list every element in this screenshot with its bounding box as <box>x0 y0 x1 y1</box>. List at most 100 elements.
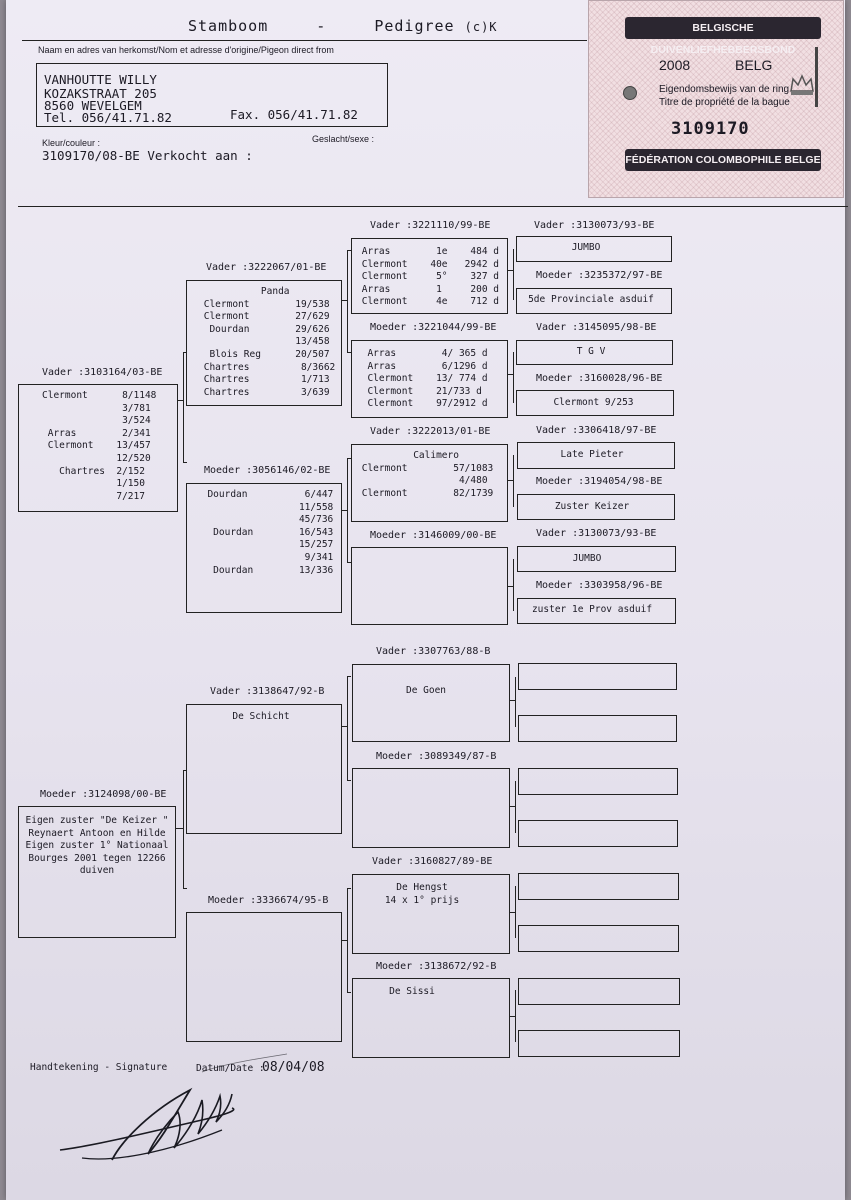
mv-box <box>186 704 342 834</box>
title-right: Pedigree <box>374 17 455 35</box>
moeder-box <box>18 806 176 938</box>
g2v-box <box>516 340 673 365</box>
g3v-results: Late Pieter <box>560 449 624 460</box>
vmm-label: Moeder :3146009/00-BE <box>370 530 497 541</box>
connector <box>183 352 187 354</box>
connector <box>347 888 351 890</box>
vm-label: Moeder :3056146/02-BE <box>204 465 331 476</box>
g1v-results: JUMBO <box>571 242 601 253</box>
empty-ancestor-box <box>518 1030 680 1057</box>
ring-hole <box>623 86 637 100</box>
origin-label: Naam en adres van herkomst/Nom et adress… <box>38 45 334 55</box>
crown-emblem-icon <box>787 71 817 97</box>
vader-results: Clermont 8/1148 3/781 3/524 Arras 2/341 … <box>42 390 157 502</box>
connector <box>342 300 348 302</box>
connector <box>508 586 514 588</box>
g1m-box <box>516 288 672 314</box>
ring-year: 2008 <box>659 57 691 73</box>
g1m-results: 5de Provinciale asduif <box>528 294 654 305</box>
connector <box>347 992 351 994</box>
g4v-label: Vader :3130073/93-BE <box>536 528 657 539</box>
title-copy: (c)K <box>464 20 498 34</box>
mvm-box <box>352 768 510 848</box>
sex-label: Geslacht/sexe : <box>312 134 375 144</box>
connector <box>508 480 514 482</box>
connector <box>183 770 187 772</box>
vmm-box <box>351 547 508 625</box>
owner-city: 8560 WEVELGEM <box>44 98 142 113</box>
connector <box>347 676 351 678</box>
connector <box>342 726 348 728</box>
g3m-label: Moeder :3194054/98-BE <box>536 476 663 487</box>
connector <box>347 352 351 354</box>
g4m-label: Moeder :3303958/96-BE <box>536 580 663 591</box>
g1v-box <box>516 236 672 262</box>
ring-country: BELG <box>735 57 773 73</box>
owner-tel: Tel. 056/41.71.82 <box>44 110 172 125</box>
vvv-results: Arras 1e 484 d Clermont 40e 2942 d Clerm… <box>361 246 499 308</box>
vv-box <box>186 280 342 406</box>
vmv-label: Vader :3222013/01-BE <box>370 426 491 437</box>
connector <box>347 458 351 460</box>
moeder-label: Moeder :3124098/00-BE <box>40 789 167 800</box>
date-value: 08/04/08 <box>262 1060 325 1075</box>
connector <box>508 374 514 376</box>
title-left: Stamboom <box>188 17 269 35</box>
mmm-box <box>352 978 510 1058</box>
g2m-label: Moeder :3160028/96-BE <box>536 373 663 384</box>
mvv-results: De Goen <box>405 685 447 696</box>
date-label: Datum/Date : <box>196 1063 265 1074</box>
g4m-results: zuster 1e Prov asduif <box>531 604 653 615</box>
connector <box>508 270 514 272</box>
color-label: Kleur/couleur : <box>42 138 101 148</box>
connector <box>183 888 187 890</box>
vvv-label: Vader :3221110/99-BE <box>370 220 491 231</box>
mmv-box <box>352 874 510 954</box>
connector <box>342 940 348 942</box>
owner-fax: Fax. 056/41.71.82 <box>230 107 358 122</box>
vv-label: Vader :3222067/01-BE <box>206 262 327 273</box>
g2v-results: T G V <box>576 346 606 357</box>
vvm-box <box>351 340 508 418</box>
g4m-box <box>517 598 676 624</box>
mv-results: De Schicht <box>232 711 290 722</box>
empty-ancestor-box <box>518 925 679 952</box>
connector <box>347 250 351 252</box>
empty-ancestor-box <box>518 768 678 795</box>
connector <box>510 1016 516 1018</box>
vmv-box <box>351 444 508 522</box>
section-rule <box>18 206 848 208</box>
vvm-results: Arras 4/ 365 d Arras 6/1296 d Clermont 1… <box>367 348 488 410</box>
connector <box>510 806 516 808</box>
ring-line-nl: Eigendomsbewijs van de ring <box>659 84 790 95</box>
connector <box>513 249 515 300</box>
g4v-results: JUMBO <box>572 553 602 564</box>
g3v-label: Vader :3306418/97-BE <box>536 425 657 436</box>
mmv-label: Vader :3160827/89-BE <box>372 856 493 867</box>
g2m-results: Clermont 9/253 <box>553 397 634 408</box>
g3v-box <box>517 442 675 469</box>
empty-ancestor-box <box>518 663 677 690</box>
vader-box <box>18 384 178 512</box>
connector <box>515 677 517 727</box>
owner-street: KOZAKSTRAAT 205 <box>44 86 157 101</box>
title-dash: - <box>316 17 327 35</box>
connector <box>342 510 348 512</box>
vmv-results: Calimero Clermont 57/1083 4/480 Clermont… <box>361 450 494 499</box>
ring-line-fr: Titre de propriété de la bague <box>659 97 790 108</box>
vvm-label: Moeder :3221044/99-BE <box>370 322 497 333</box>
ring-bottom-banner: FÉDÉRATION COLOMBOPHILE BELGE <box>625 149 821 171</box>
empty-ancestor-box <box>518 978 680 1005</box>
handwritten-signature <box>52 1050 292 1170</box>
connector <box>176 828 184 830</box>
g2m-box <box>516 390 674 416</box>
g2v-label: Vader :3145095/98-BE <box>536 322 657 333</box>
mmm-label: Moeder :3138672/92-B <box>376 961 497 972</box>
mvm-label: Moeder :3089349/87-B <box>376 751 497 762</box>
ring-line: 3109170/08-BE Verkocht aan : <box>42 148 253 163</box>
signature-label: Handtekening - Signature <box>30 1062 168 1073</box>
ring-certificate-card: BELGISCHE DUIVENLIEFHEBBERSBOND 2008 BEL… <box>588 0 844 198</box>
vader-label: Vader :3103164/03-BE <box>42 367 163 378</box>
pedigree-sheet <box>6 0 845 1200</box>
ring-top-banner: BELGISCHE DUIVENLIEFHEBBERSBOND <box>625 17 821 56</box>
